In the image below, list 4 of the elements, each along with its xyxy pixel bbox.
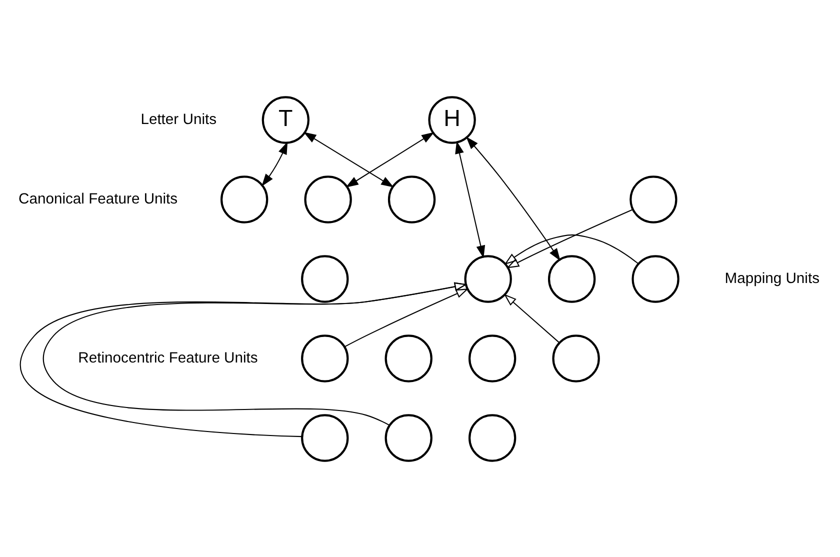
label: Mapping Units xyxy=(724,270,820,286)
label: Retinocentric Feature Units xyxy=(78,350,258,366)
label: Letter Units xyxy=(140,111,217,128)
label: Canonical Feature Units xyxy=(18,190,178,207)
